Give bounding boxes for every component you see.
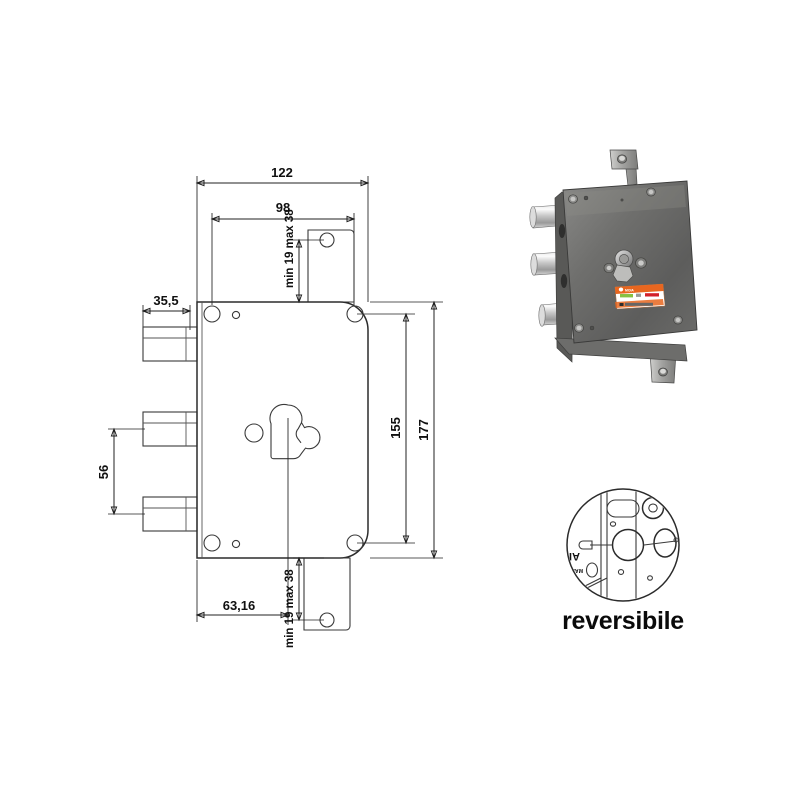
dimension-overall-width: 122 xyxy=(195,165,370,302)
reversible-caption: reversibile xyxy=(562,607,684,635)
dim-label-98: 98 xyxy=(276,200,290,215)
dimension-key-offset: 63,16 xyxy=(195,560,290,622)
screw-holes xyxy=(203,305,364,552)
dimension-backset: 35,5 xyxy=(141,293,192,330)
photo-cylinder xyxy=(603,249,647,283)
lock-body-outline xyxy=(196,301,369,559)
mounting-tab-bottom: min 19 max 38 xyxy=(284,556,351,648)
photo-bolt-slots xyxy=(558,224,568,288)
reversible-subtext-mirrored: MADE IN ITALY xyxy=(545,567,583,573)
dim-label-tab-bottom: min 19 max 38 xyxy=(284,569,296,648)
dimension-fixing-height: 155 xyxy=(357,312,415,545)
photo-label-brand: MOIA xyxy=(625,288,634,292)
dim-label-155: 155 xyxy=(388,417,403,439)
photo-tab-top xyxy=(609,149,639,187)
dim-label-35-5: 35,5 xyxy=(153,293,178,308)
reversible-brand-mirrored: AIOM xyxy=(551,550,580,562)
dim-label-56: 56 xyxy=(96,465,111,479)
dim-label-177: 177 xyxy=(416,419,431,441)
photo-body-highlight xyxy=(566,185,686,216)
bolt-lower xyxy=(142,496,198,532)
photo-face-screws xyxy=(568,187,683,333)
dim-label-122: 122 xyxy=(271,165,293,180)
dimension-overall-height: 177 xyxy=(370,300,443,560)
dimension-bolt-spacing: 56 xyxy=(96,427,145,516)
main-plan-view: 122 98 min 19 max 38 xyxy=(96,165,443,648)
photo-body-bottom-edge xyxy=(554,337,688,362)
dimension-inner-width: 98 xyxy=(210,200,356,305)
reversible-detail: AIOM MADE IN ITALY reversibile xyxy=(545,488,685,635)
bolt-middle xyxy=(142,411,198,447)
keyhole-cutout xyxy=(244,403,321,625)
dim-label-63-16: 63,16 xyxy=(223,598,256,613)
dim-label-tab-top: min 19 max 38 xyxy=(284,209,296,288)
product-photo: MOIA xyxy=(529,149,698,384)
bolt-upper xyxy=(142,326,198,362)
mounting-tab-top: min 19 max 38 xyxy=(284,209,355,304)
photo-product-label: MOIA xyxy=(614,283,666,310)
